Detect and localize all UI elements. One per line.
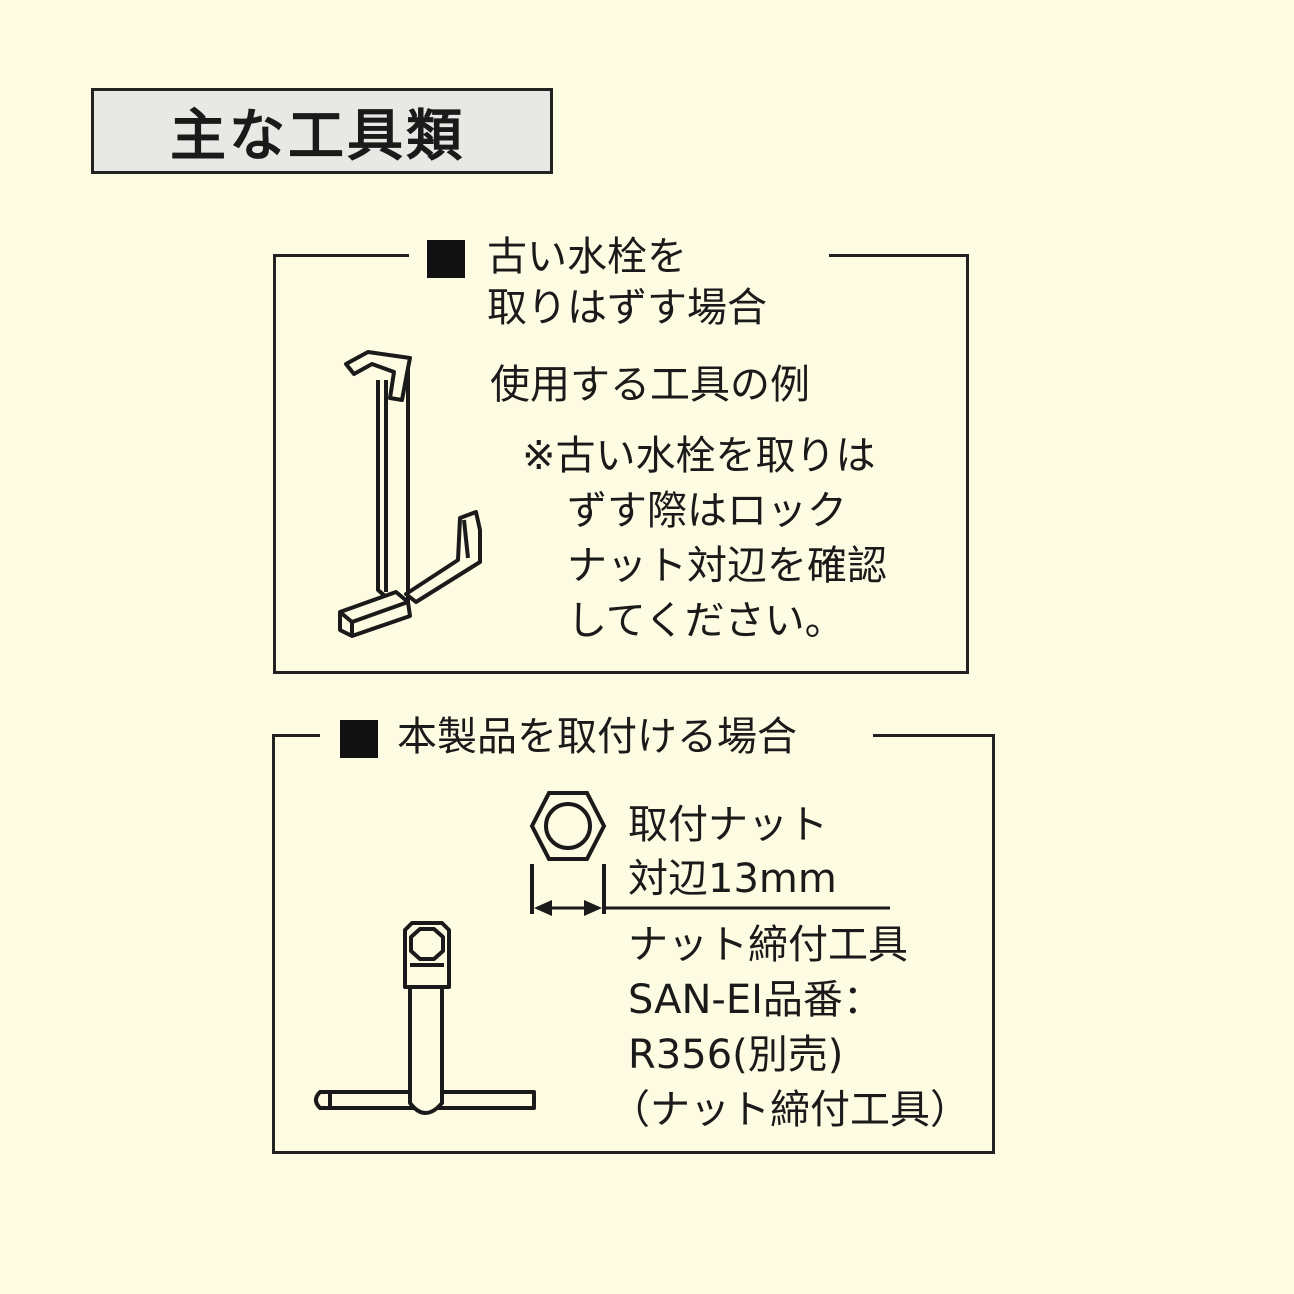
tool-line: SAN-EI品番：: [628, 977, 883, 1023]
tool-line: ナット締付工具: [628, 922, 908, 968]
section-remove-panel: [273, 254, 969, 674]
nut-label-line2: 対辺13mm: [628, 856, 837, 902]
tool-line: （ナット締付工具）: [610, 1087, 970, 1133]
section-remove-heading-line1: 古い水栓を: [487, 234, 687, 280]
section-remove-subheading: 使用する工具の例: [490, 362, 810, 408]
panel-border-segment: [873, 734, 995, 737]
page-title-box: 主な工具類: [91, 88, 553, 174]
lock-nut-wrench-icon: [338, 350, 482, 638]
nut-label-line1: 取付ナット: [628, 802, 828, 848]
note-line: してください。: [567, 598, 845, 644]
section-install-panel: [272, 734, 995, 1154]
section-remove-heading-line2: 取りはずす場合: [487, 285, 767, 331]
hex-nut-icon: [529, 791, 890, 916]
t-handle-socket-wrench-icon: [314, 921, 536, 1115]
note-line: ずす際はロック: [567, 488, 847, 534]
page-title: 主な工具類: [170, 103, 465, 169]
heading-bullet-icon: [427, 240, 465, 278]
tool-line: R356(別売): [628, 1032, 844, 1078]
panel-border-segment: [829, 254, 969, 257]
section-install-heading: 本製品を取付ける場合: [397, 714, 797, 760]
heading-bullet-icon: [340, 720, 378, 758]
note-line: ナット対辺を確認: [567, 543, 887, 589]
note-line: ※古い水栓を取りは: [522, 433, 876, 479]
panel-border-segment: [272, 734, 320, 737]
panel-border-segment: [273, 254, 409, 257]
